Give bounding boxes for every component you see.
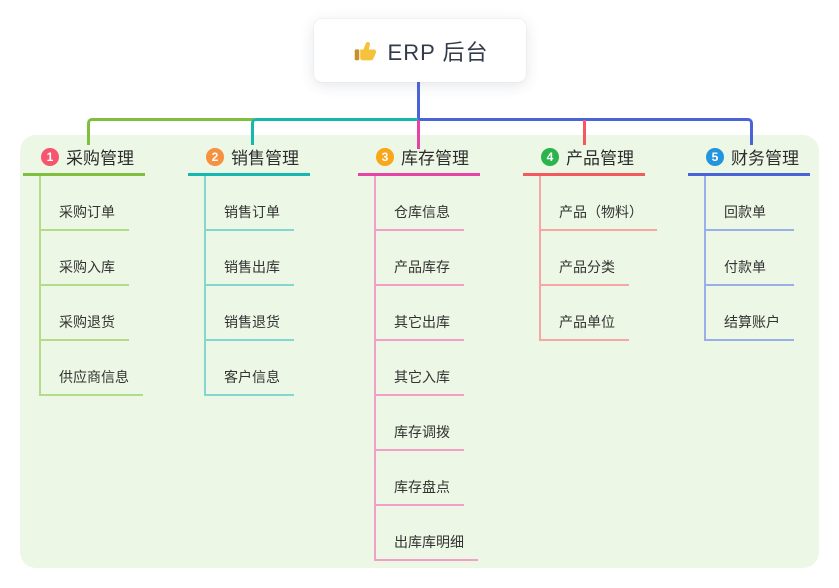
branch-label: 采购管理 xyxy=(66,149,134,168)
child-node[interactable]: 产品分类 xyxy=(541,231,629,286)
branch-children: 产品（物料） 产品分类 产品单位 xyxy=(539,176,657,341)
branch-product: 4 产品管理 产品（物料） 产品分类 产品单位 xyxy=(523,145,657,341)
branch-number-badge: 2 xyxy=(206,147,224,166)
connector-root-drop xyxy=(417,82,420,119)
child-label: 其它出库 xyxy=(394,314,450,330)
child-node[interactable]: 客户信息 xyxy=(206,341,294,396)
branch-finance: 5 财务管理 回款单 付款单 结算账户 xyxy=(688,145,810,341)
branch-label: 销售管理 xyxy=(231,149,299,168)
child-node[interactable]: 供应商信息 xyxy=(41,341,143,396)
child-node[interactable]: 出库库明细 xyxy=(376,506,478,561)
branch-header-purchase[interactable]: 1 采购管理 xyxy=(23,145,145,176)
branch-header-sales[interactable]: 2 销售管理 xyxy=(188,145,310,176)
child-node[interactable]: 结算账户 xyxy=(706,286,794,341)
child-node[interactable]: 销售退货 xyxy=(206,286,294,341)
child-label: 产品单位 xyxy=(559,314,615,330)
child-node[interactable]: 采购退货 xyxy=(41,286,129,341)
branch-header-finance[interactable]: 5 财务管理 xyxy=(688,145,810,176)
child-node[interactable]: 其它入库 xyxy=(376,341,464,396)
child-node[interactable]: 采购订单 xyxy=(41,176,129,231)
child-label: 销售出库 xyxy=(224,259,280,275)
branch-number-badge: 4 xyxy=(541,147,559,166)
child-node[interactable]: 其它出库 xyxy=(376,286,464,341)
child-node[interactable]: 产品单位 xyxy=(541,286,629,341)
child-node[interactable]: 回款单 xyxy=(706,176,794,231)
connector-branch-1 xyxy=(87,118,254,145)
child-node[interactable]: 销售出库 xyxy=(206,231,294,286)
child-node[interactable]: 采购入库 xyxy=(41,231,129,286)
child-label: 产品分类 xyxy=(559,259,615,275)
child-node[interactable]: 库存盘点 xyxy=(376,451,464,506)
child-node[interactable]: 仓库信息 xyxy=(376,176,464,231)
child-label: 产品（物料） xyxy=(559,204,643,220)
branch-children: 回款单 付款单 结算账户 xyxy=(704,176,810,341)
branch-header-inventory[interactable]: 3 库存管理 xyxy=(358,145,480,176)
connector-branch-3 xyxy=(417,120,420,149)
thumbs-up-icon xyxy=(352,38,378,64)
branch-number-badge: 3 xyxy=(376,147,394,166)
branch-number-badge: 1 xyxy=(41,147,59,166)
branch-inventory: 3 库存管理 仓库信息 产品库存 其它出库 其它入库 库存调拨 库存盘点 出库库… xyxy=(358,145,480,561)
child-label: 付款单 xyxy=(724,259,766,275)
connector-branch-5 xyxy=(418,118,753,145)
branch-children: 采购订单 采购入库 采购退货 供应商信息 xyxy=(39,176,145,396)
branch-label: 产品管理 xyxy=(566,149,634,168)
branch-label: 财务管理 xyxy=(731,149,799,168)
branch-children: 仓库信息 产品库存 其它出库 其它入库 库存调拨 库存盘点 出库库明细 xyxy=(374,176,480,561)
root-label: ERP 后台 xyxy=(387,39,489,65)
child-label: 销售订单 xyxy=(224,204,280,220)
branch-header-product[interactable]: 4 产品管理 xyxy=(523,145,645,176)
child-label: 出库库明细 xyxy=(394,534,464,550)
child-node[interactable]: 销售订单 xyxy=(206,176,294,231)
child-label: 结算账户 xyxy=(724,314,780,330)
child-label: 其它入库 xyxy=(394,369,450,385)
root-node[interactable]: ERP 后台 xyxy=(314,19,526,82)
child-label: 销售退货 xyxy=(224,314,280,330)
child-label: 库存盘点 xyxy=(394,479,450,495)
branches-panel-background xyxy=(20,135,819,568)
branch-children: 销售订单 销售出库 销售退货 客户信息 xyxy=(204,176,310,396)
child-node[interactable]: 产品库存 xyxy=(376,231,464,286)
child-label: 采购退货 xyxy=(59,314,115,330)
child-label: 产品库存 xyxy=(394,259,450,275)
connector-branch-2 xyxy=(251,118,421,145)
child-node[interactable]: 库存调拨 xyxy=(376,396,464,451)
child-node[interactable]: 产品（物料） xyxy=(541,176,657,231)
branch-label: 库存管理 xyxy=(401,149,469,168)
branch-number-badge: 5 xyxy=(706,147,724,166)
child-label: 采购订单 xyxy=(59,204,115,220)
child-label: 采购入库 xyxy=(59,259,115,275)
child-label: 客户信息 xyxy=(224,369,280,385)
connector-branch-4 xyxy=(583,120,586,145)
branch-purchase: 1 采购管理 采购订单 采购入库 采购退货 供应商信息 xyxy=(23,145,145,396)
child-node[interactable]: 付款单 xyxy=(706,231,794,286)
child-label: 仓库信息 xyxy=(394,204,450,220)
child-label: 回款单 xyxy=(724,204,766,220)
child-label: 库存调拨 xyxy=(394,424,450,440)
child-label: 供应商信息 xyxy=(59,369,129,385)
branch-sales: 2 销售管理 销售订单 销售出库 销售退货 客户信息 xyxy=(188,145,310,396)
